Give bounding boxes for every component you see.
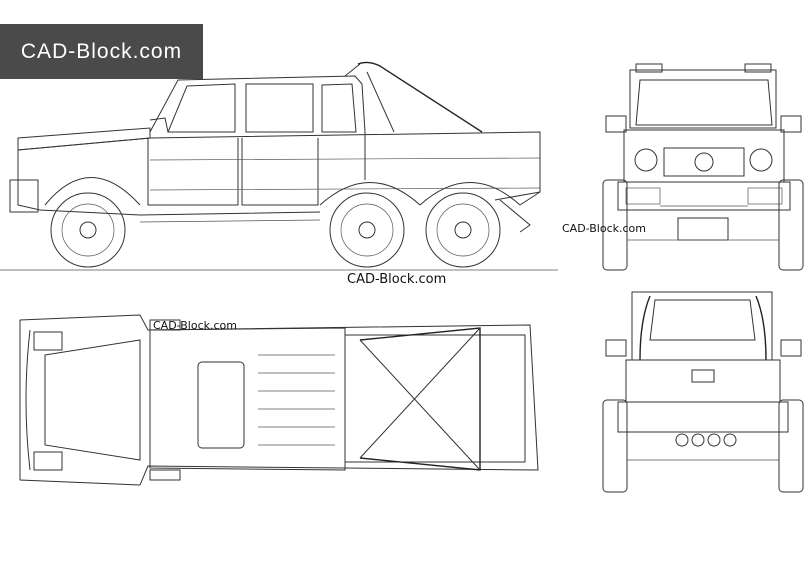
- brand-banner-text: CAD-Block.com: [20, 39, 183, 63]
- side-wheel-rear: [425, 192, 501, 268]
- roof-rails: [258, 354, 335, 446]
- rear-tire-right: [778, 399, 804, 493]
- rear-cabin: [631, 291, 773, 361]
- cabin-outline: [149, 75, 366, 133]
- rear-bumper: [617, 401, 789, 433]
- top-headlight-right: [33, 451, 63, 471]
- grille: [663, 147, 745, 177]
- star-emblem: [694, 152, 714, 172]
- front-mirror-left: [605, 115, 627, 133]
- rear-quarter-window: [321, 83, 357, 133]
- rear-window: [649, 299, 756, 341]
- rear-rollbar: [639, 295, 767, 361]
- front-bumper: [9, 179, 39, 213]
- top-hood: [44, 339, 141, 461]
- top-view: [19, 314, 539, 486]
- rear-lights: [675, 433, 737, 447]
- front-roof-box: [629, 69, 777, 129]
- tow-hitch: [499, 199, 531, 233]
- side-view: [0, 61, 558, 271]
- front-tire-right: [778, 179, 804, 271]
- watermark-top: CAD-Block.com: [153, 319, 237, 332]
- brand-banner: CAD-Block.com: [0, 24, 203, 79]
- mid-arch: [319, 182, 421, 206]
- cargo-bed: [344, 334, 526, 463]
- rear-mirror-right: [780, 339, 802, 357]
- front-door: [147, 138, 239, 206]
- front-bumper-block: [617, 181, 791, 211]
- watermark-side: CAD-Block.com: [347, 272, 447, 287]
- top-mirror-left: [149, 319, 181, 331]
- roof-lights-right: [744, 63, 772, 73]
- rear-door: [241, 138, 319, 206]
- hood: [17, 127, 151, 151]
- front-door-window: [167, 83, 236, 133]
- front-body: [623, 129, 785, 183]
- headlight-right: [749, 148, 773, 172]
- roof-lights-left: [635, 63, 663, 73]
- side-wheel-front: [50, 192, 126, 268]
- front-arch: [44, 177, 141, 206]
- front-mirror-right: [780, 115, 802, 133]
- windshield: [635, 79, 773, 126]
- side-wheel-mid: [329, 192, 405, 268]
- tailgate: [625, 359, 781, 403]
- top-outline: [19, 314, 539, 486]
- winch: [677, 217, 729, 241]
- top-rollbar: [359, 327, 481, 471]
- rear-arch: [419, 182, 521, 206]
- top-roof: [149, 327, 346, 471]
- top-mirror-right: [149, 469, 181, 481]
- front-view: [602, 63, 804, 271]
- plate-mount: [691, 369, 715, 383]
- body-top-edge: [17, 131, 541, 201]
- front-fascia: [17, 150, 41, 211]
- sunroof: [197, 361, 245, 449]
- side-step: [139, 219, 321, 223]
- rear-mirror-left: [605, 339, 627, 357]
- headlight-left: [634, 148, 658, 172]
- rollbar: [357, 61, 483, 133]
- rear-tire-left: [602, 399, 628, 493]
- rear-door-window: [245, 83, 314, 133]
- side-mirror: [149, 117, 169, 133]
- top-headlight-left: [33, 331, 63, 351]
- watermark-front: CAD-Block.com: [562, 222, 646, 235]
- front-tire-left: [602, 179, 628, 271]
- rear-view: [602, 291, 804, 493]
